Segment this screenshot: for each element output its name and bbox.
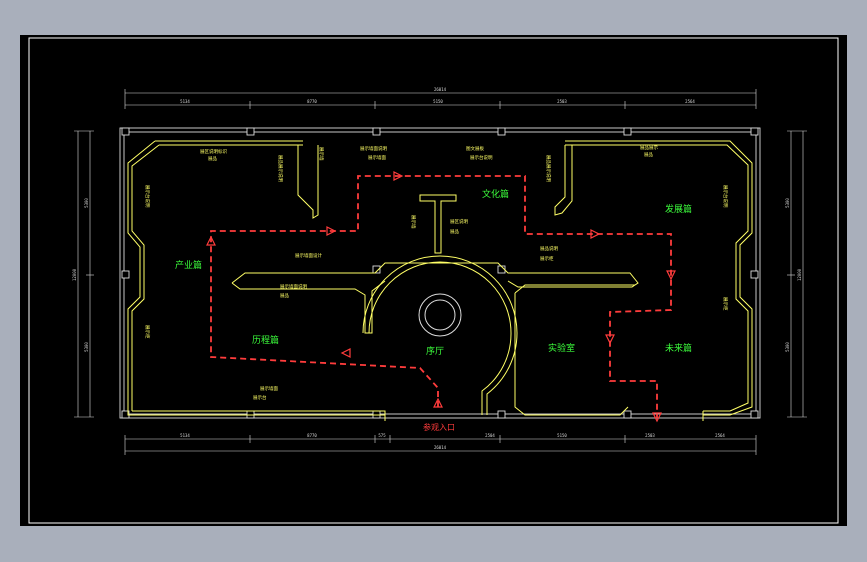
route-arrow-icons [206,171,676,423]
annotation: 展示台说明 [722,185,729,208]
annotation: 展品说明 [540,245,558,252]
annotation: 展示墙面 [368,154,386,161]
arrow-up-icon [433,397,443,408]
annotation: 展示柜 [540,255,554,262]
annotation: 展品展示说明 [277,155,284,182]
dim-top-seg: 5150 [433,99,443,104]
dim-bottom-seg: 5134 [180,433,190,438]
zone-label-development: 发展篇 [665,203,692,215]
dim-top-seg: 5134 [180,99,190,104]
annotation: 展示台说明 [144,185,151,208]
annotation: 展示台 [253,394,267,401]
zone-label-lab: 实验室 [548,342,575,354]
dim-left-seg: 5300 [84,342,89,352]
dim-right-seg: 5300 [785,342,790,352]
arrow-down-icon [652,412,662,423]
annotation: 展示台说明 [470,154,493,161]
visitor-route[interactable] [210,175,672,418]
arrow-down-icon [666,270,676,281]
drawing-frame [28,37,839,524]
annotation: 展品 [208,156,217,162]
annotation: 展品 [644,152,653,158]
annotation: 展品展示 [640,145,658,151]
arrow-right-icon [393,171,404,181]
dim-right-total: 12000 [797,268,802,281]
top-dimensions [124,89,757,109]
dim-right-seg: 5300 [785,198,790,208]
arrow-left-icon [340,348,351,358]
dim-top-seg: 2564 [685,99,695,104]
central-round-feature-inner [424,299,456,331]
annotation: 展区说明 [450,218,468,225]
annotation: 展示墙面说明 [280,283,307,290]
dim-left-total: 12000 [72,268,77,281]
central-round-feature [418,293,462,337]
zone-label-history: 历程篇 [252,334,279,346]
cad-drawing-area[interactable]: 26014 5134 8770 5150 2503 2564 5134 8770… [20,35,847,526]
arrow-up-icon [206,235,216,246]
annotation: 展品 [450,229,459,235]
arrow-right-icon [326,226,337,236]
annotation: 展区说明标识 [200,148,227,155]
annotation: 展示墙 [318,147,325,161]
annotation: 展示墙 [410,215,417,229]
annotation: 展品 [280,293,289,299]
dim-bottom-seg: 2503 [645,433,655,438]
exterior-wall [119,127,761,419]
annotation: 展示柜 [144,325,151,339]
dim-top-total: 26014 [434,87,447,92]
annotation: 展示柜 [722,297,729,311]
annotation: 图文展板 [466,145,484,152]
left-dimensions [74,130,94,418]
arrow-right-icon [590,229,601,239]
entrance-label: 参观入口 [423,422,455,432]
dim-bottom-seg: 8770 [307,433,317,438]
zone-label-future: 未来篇 [665,342,692,354]
zone-label-culture: 文化篇 [482,188,509,200]
annotation: 展示墙面 [260,385,278,392]
dim-top-seg: 8770 [307,99,317,104]
annotation: 展品展示说明 [545,155,552,182]
dim-bottom-seg: 5150 [557,433,567,438]
dim-left-seg: 5300 [84,198,89,208]
annotation: 展示墙面说明 [360,145,387,152]
zone-label-hall: 序厅 [426,345,444,357]
annotation: 展示墙面设计 [295,252,322,259]
interior-walls [127,140,753,421]
bottom-dimensions [124,435,757,455]
dim-top-seg: 2503 [557,99,567,104]
right-dimensions [787,130,807,418]
dim-bottom-seg: 2504 [485,433,495,438]
dim-bottom-total: 26014 [434,445,447,450]
dim-bottom-seg: 575 [378,433,386,438]
arrow-down-icon [605,334,615,345]
dim-bottom-seg: 2564 [715,433,725,438]
floor-plan: 26014 5134 8770 5150 2503 2564 5134 8770… [28,37,839,524]
zone-label-industry: 产业篇 [175,259,202,271]
columns [121,127,759,419]
